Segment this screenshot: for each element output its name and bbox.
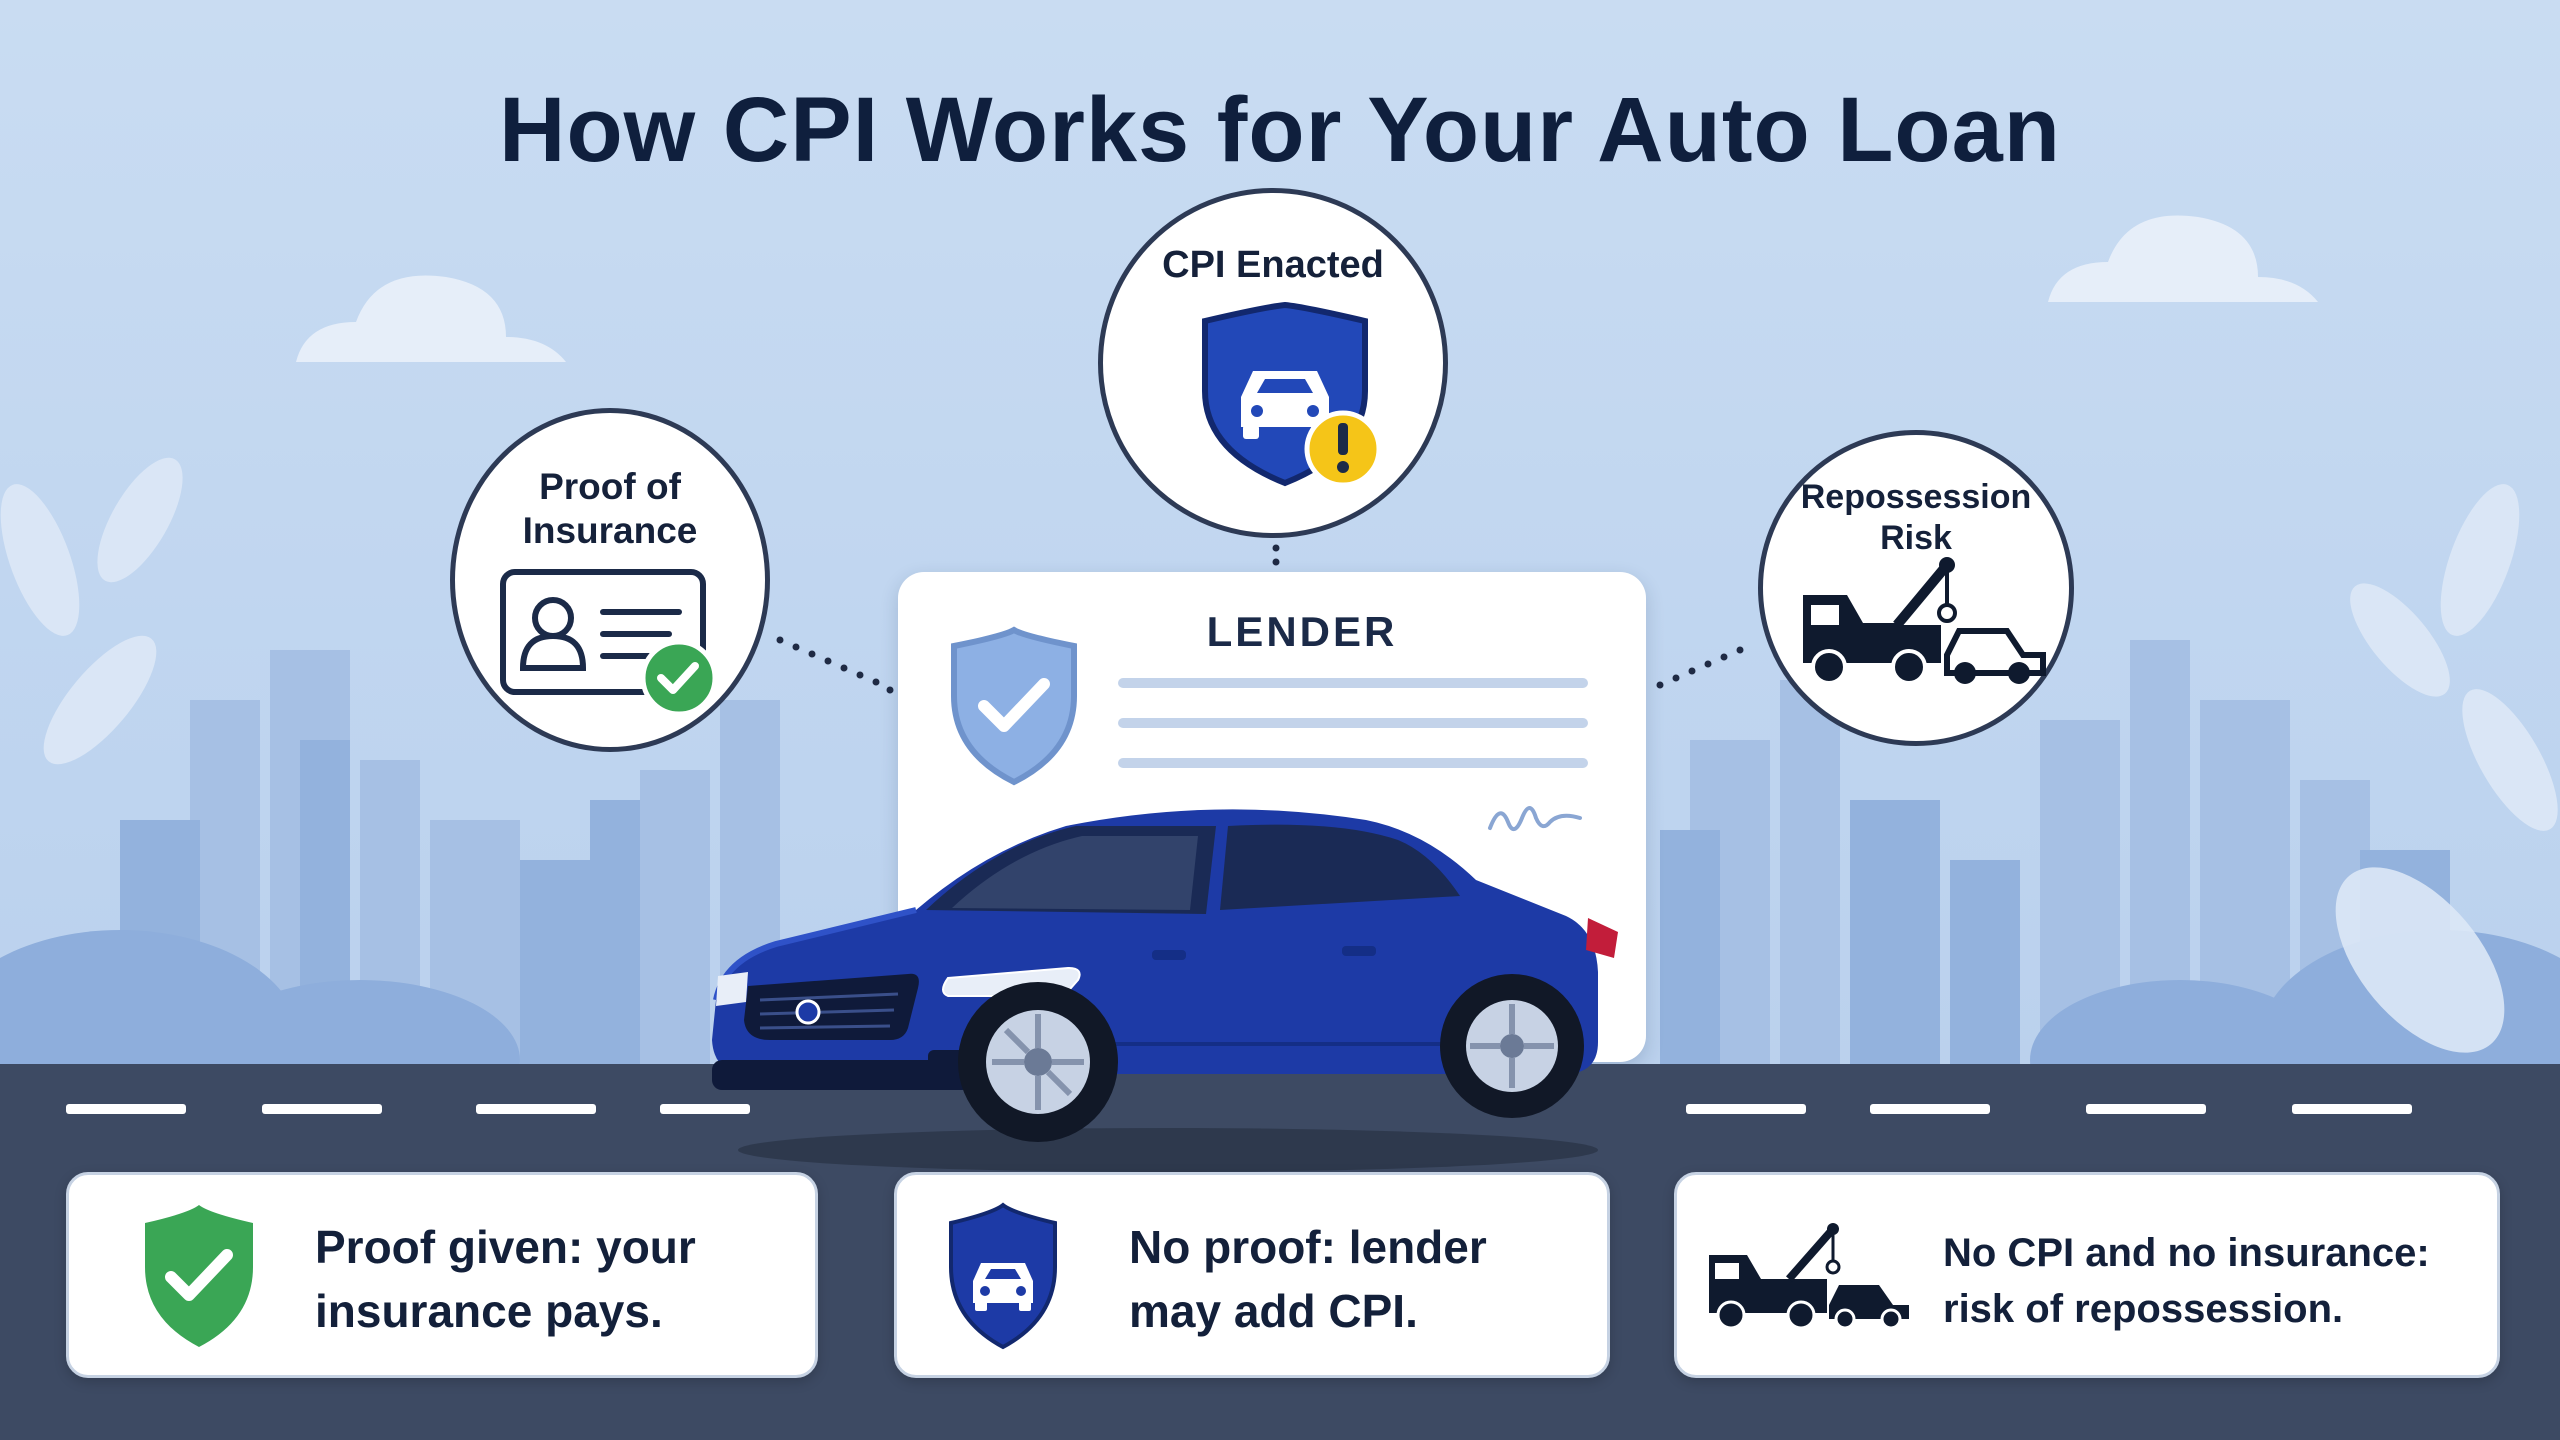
proof-label-line1: Proof of	[539, 466, 681, 507]
road-marking	[1870, 1104, 1990, 1114]
road-marking	[2086, 1104, 2206, 1114]
document-line	[1118, 718, 1588, 728]
card-1-line2: insurance pays.	[315, 1285, 663, 1338]
page-title: How CPI Works for Your Auto Loan	[499, 79, 2061, 181]
repo-label-line2: Risk	[1880, 518, 1952, 557]
car-shield-alert-icon	[1202, 301, 1382, 488]
road-marking	[2292, 1104, 2412, 1114]
repossession-card: No CPI and no insurance: risk of reposse…	[1674, 1172, 2500, 1378]
card-3-line2: risk of repossession.	[1943, 1287, 2344, 1331]
sedan-car-illustration	[712, 809, 1618, 1172]
document-line	[1118, 758, 1588, 768]
tow-truck-icon	[1803, 557, 2046, 685]
road-marking	[1686, 1104, 1806, 1114]
road-marking	[66, 1104, 186, 1114]
repossession-risk-bubble: Repossession Risk	[1758, 430, 2074, 746]
proof-given-card: Proof given: your insurance pays.	[66, 1172, 818, 1378]
repo-label-line1: Repossession	[1800, 478, 2032, 516]
road-marking	[660, 1104, 750, 1114]
proof-label-line2: Insurance	[522, 510, 698, 552]
card-2-line2: may add CPI.	[1129, 1285, 1418, 1338]
card-3-line1: No CPI and no insurance:	[1943, 1231, 2430, 1275]
road-marking	[476, 1104, 596, 1114]
cpi-enacted-bubble: CPI Enacted	[1098, 188, 1448, 538]
car-shield-icon	[949, 1202, 1057, 1350]
lender-title: LENDER	[1206, 608, 1398, 655]
no-proof-card: No proof: lender may add CPI.	[894, 1172, 1610, 1378]
signature-icon	[1488, 806, 1582, 831]
insurance-card-check-icon	[500, 569, 718, 717]
cpi-label: CPI Enacted	[1162, 244, 1384, 286]
card-1-line1: Proof given: your	[315, 1221, 696, 1273]
tow-truck-icon	[1709, 1223, 1909, 1330]
shield-check-icon	[951, 626, 1077, 786]
road-marking	[262, 1104, 382, 1114]
shield-check-icon	[145, 1205, 253, 1347]
document-line	[1118, 678, 1588, 688]
cloud-icon	[296, 215, 2318, 362]
proof-of-insurance-bubble: Proof of Insurance	[450, 408, 770, 752]
card-2-line1: No proof: lender	[1129, 1221, 1487, 1273]
